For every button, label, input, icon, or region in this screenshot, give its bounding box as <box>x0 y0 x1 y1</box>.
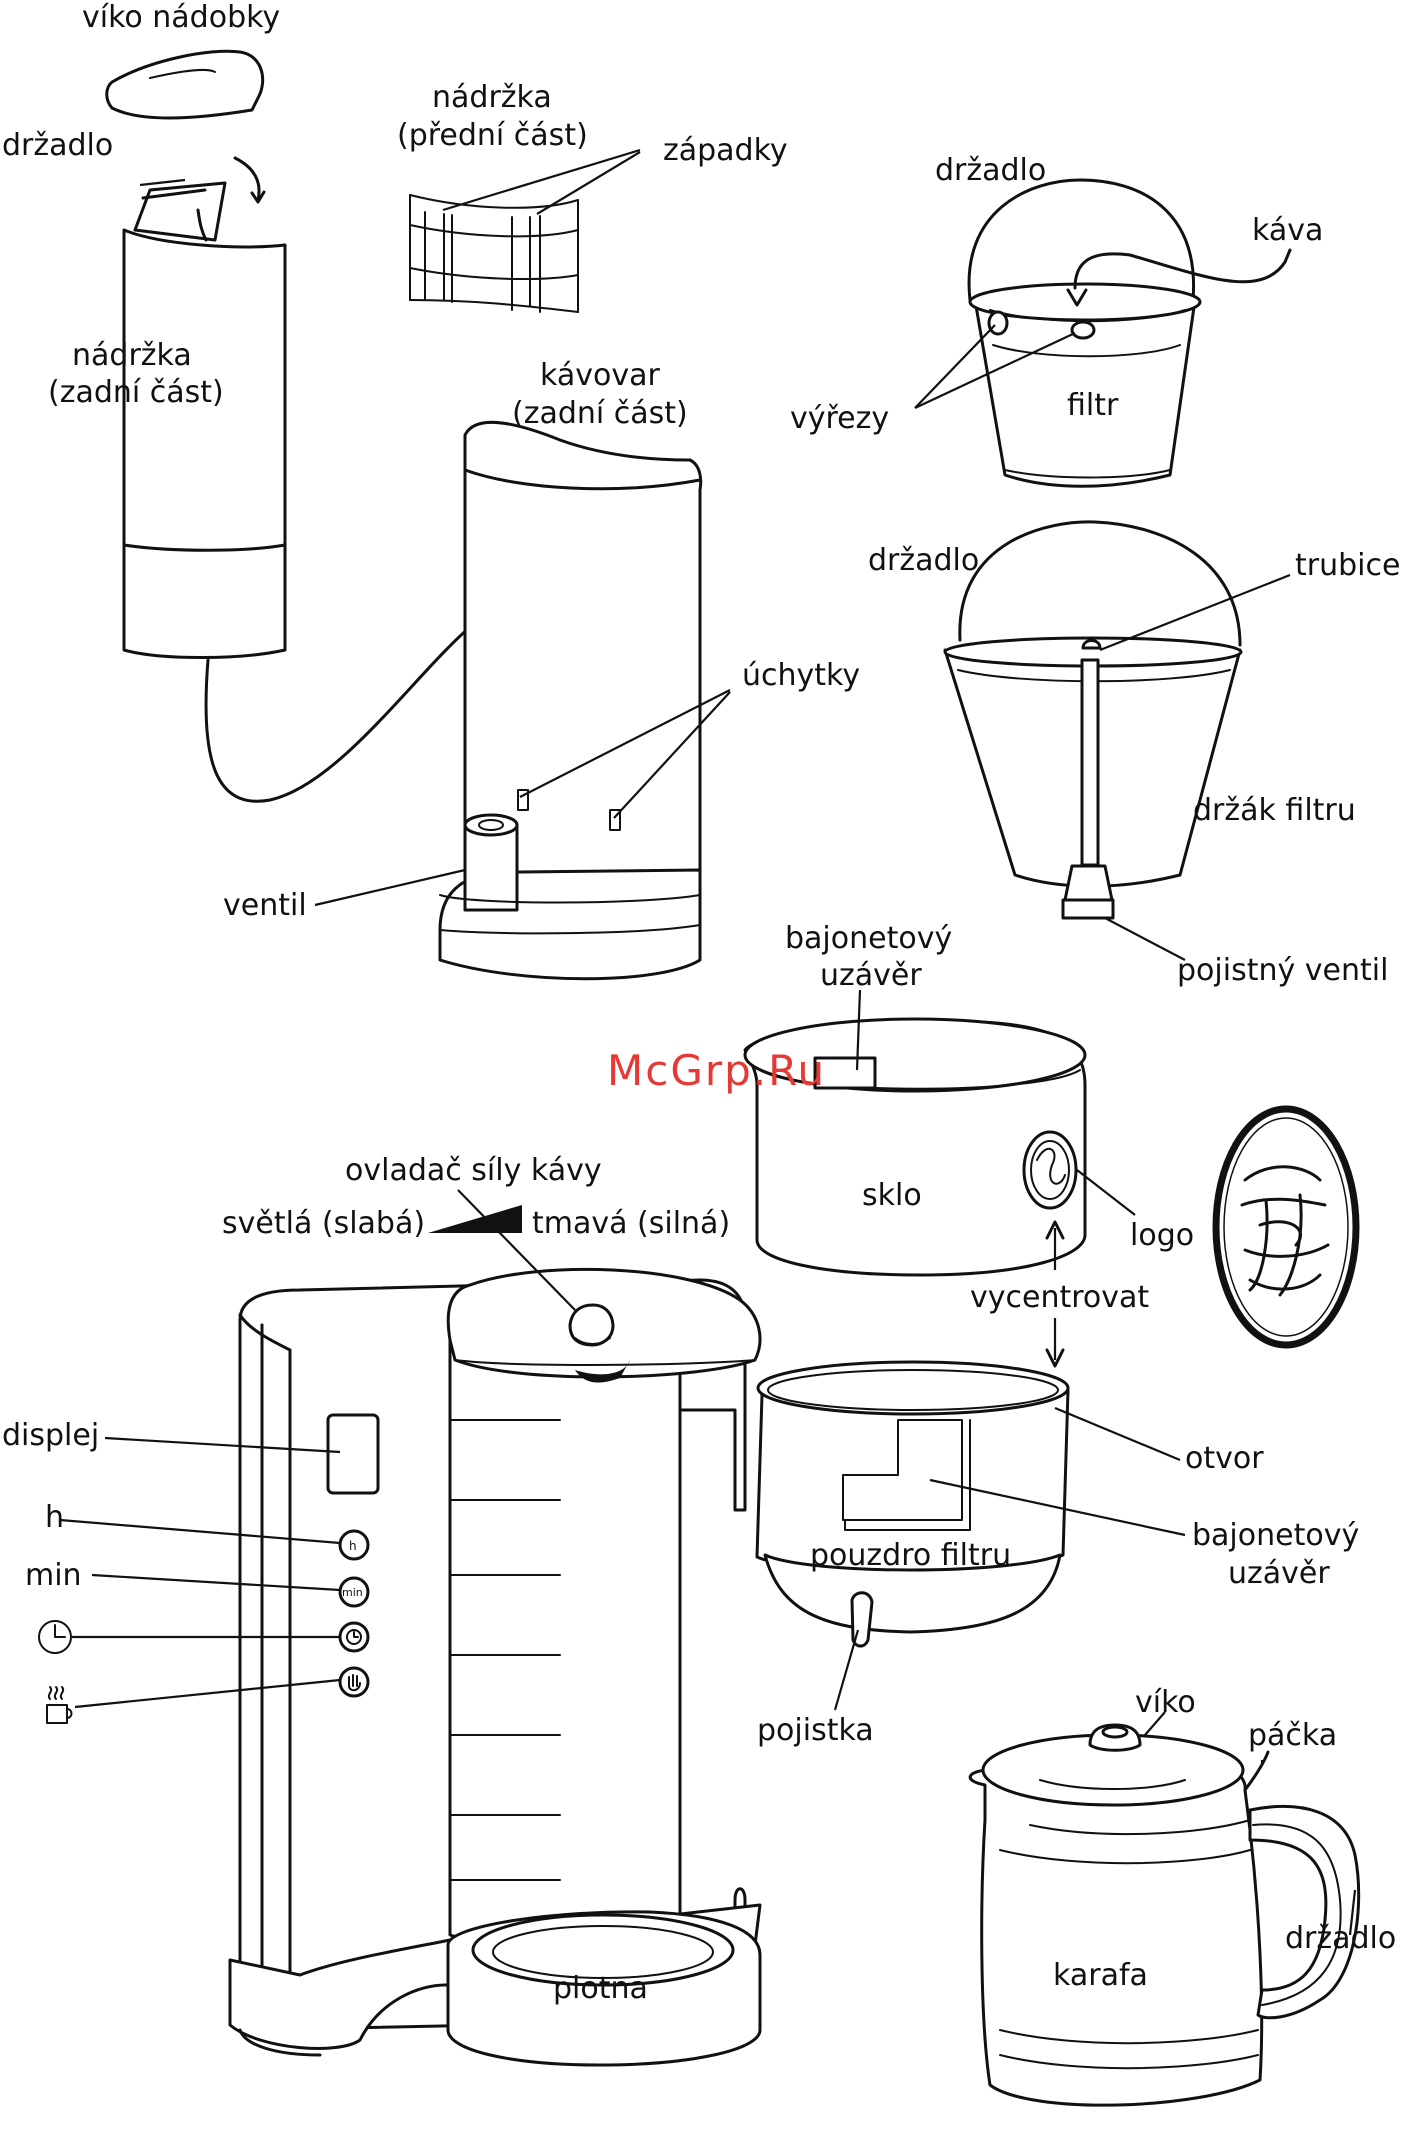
clock-button-icon <box>346 1629 362 1645</box>
label-viko-karafa: víko <box>1135 1685 1196 1720</box>
filter-basket-drawing <box>967 178 1292 488</box>
label-drzadlo-holder: držadlo <box>868 543 979 578</box>
label-logo: logo <box>1130 1218 1194 1253</box>
label-kavovar-zadni-1: kávovar <box>540 358 660 393</box>
label-drzak-filtru: držák filtru <box>1193 793 1356 828</box>
label-zapadky: západky <box>663 133 788 168</box>
label-h: h <box>45 1500 64 1535</box>
label-nadrzka-predni-1: nádržka <box>432 80 552 115</box>
label-packa: páčka <box>1248 1718 1337 1753</box>
label-displej: displej <box>2 1418 99 1453</box>
label-nadrzka-zadni-1: nádržka <box>72 338 192 373</box>
label-drzadlo-top: držadlo <box>2 128 113 163</box>
tank-front-drawing <box>409 194 579 313</box>
carafe-drawing <box>968 1723 1361 2107</box>
filter-holder-drawing <box>943 520 1243 920</box>
label-pojistka: pojistka <box>757 1713 874 1748</box>
label-vyrezy: výřezy <box>790 401 889 436</box>
filter-housing-drawing <box>755 1360 1070 1648</box>
label-svetla: světlá (slabá) <box>222 1206 425 1241</box>
label-pouzdro-filtru: pouzdro filtru <box>810 1538 1011 1573</box>
label-uchytky: úchytky <box>742 658 860 693</box>
clock-icon <box>38 1620 72 1654</box>
coffee-maker-back-drawing <box>438 420 703 981</box>
hand-button-icon <box>348 1674 361 1692</box>
label-kava: káva <box>1252 213 1323 248</box>
label-bajonetovy-top-1: bajonetový <box>785 921 952 956</box>
label-kavovar-zadni-2: (zadní část) <box>512 396 688 431</box>
button-min-text[interactable]: min <box>342 1586 363 1599</box>
label-bajonetovy-top-2: uzávěr <box>820 958 922 993</box>
label-plotna: plotna <box>553 1971 648 2006</box>
label-viko-nadobky: víko nádobky <box>82 0 280 35</box>
coffee-maker-main-drawing <box>228 1267 762 2067</box>
label-ovladac: ovladač síly kávy <box>345 1153 602 1188</box>
label-sklo: sklo <box>862 1178 922 1213</box>
label-bajonetovy-bottom-1: bajonetový <box>1192 1518 1359 1553</box>
label-ventil: ventil <box>223 888 307 923</box>
logo-emblem-icon <box>1212 1105 1360 1349</box>
warm-cup-icon <box>46 1686 73 1724</box>
label-min: min <box>25 1558 82 1593</box>
label-bajonetovy-bottom-2: uzávěr <box>1228 1556 1330 1591</box>
label-vycentrovat: vycentrovat <box>970 1280 1149 1315</box>
label-drzadlo-filter: držadlo <box>935 153 1046 188</box>
label-pojistny-ventil: pojistný ventil <box>1177 953 1388 988</box>
label-drzadlo-karafa: držadlo <box>1285 1921 1396 1956</box>
label-tmava: tmavá (silná) <box>532 1206 730 1241</box>
watermark-text: McGrp.Ru <box>607 1046 826 1095</box>
glass-ring-drawing <box>743 1017 1087 1277</box>
label-trubice: trubice <box>1295 548 1400 583</box>
strength-wedge-icon <box>428 1205 522 1233</box>
label-filtr: filtr <box>1067 388 1119 423</box>
label-nadrzka-predni-2: (přední část) <box>397 118 588 153</box>
container-lid-drawing <box>105 49 265 120</box>
label-otvor: otvor <box>1185 1441 1264 1476</box>
label-nadrzka-zadni-2: (zadní část) <box>48 375 224 410</box>
leader-lines <box>59 148 1357 1936</box>
button-h-text[interactable]: h <box>349 1539 357 1553</box>
label-karafa: karafa <box>1053 1958 1148 1993</box>
